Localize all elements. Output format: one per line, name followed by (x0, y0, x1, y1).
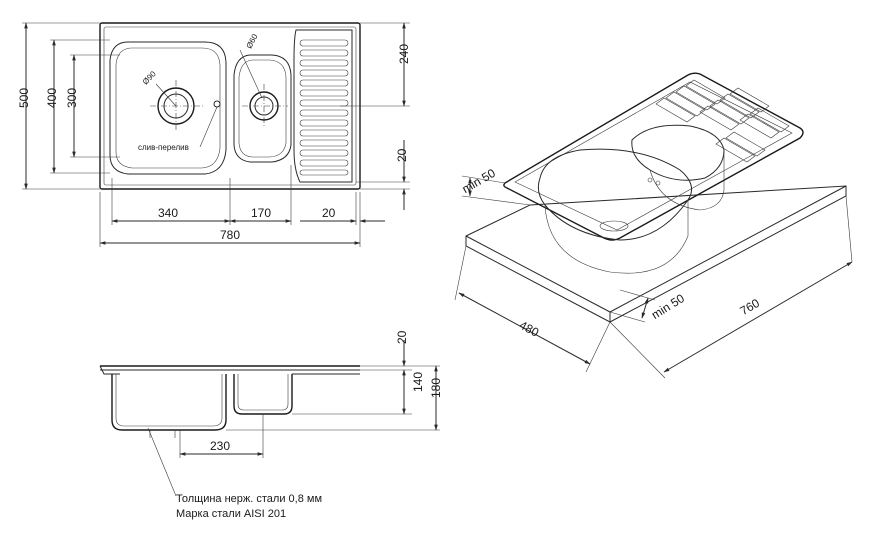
dim-20-right: 20 (395, 148, 409, 162)
dim-300: 300 (65, 88, 79, 108)
small-bowl (233, 54, 292, 163)
dim-780: 780 (220, 228, 240, 242)
section-dim-140: 140 (411, 372, 425, 392)
iso-min50-top: min 50 (460, 166, 498, 196)
section-dim-180: 180 (429, 378, 443, 398)
dim-340: 340 (158, 206, 178, 220)
iso-sink-rim (503, 72, 804, 241)
overflow-hole (213, 100, 221, 108)
section-dim-20: 20 (395, 330, 409, 344)
iso-dim-480: 480 (517, 318, 542, 340)
section-large-bowl (111, 374, 227, 431)
large-bowl (109, 41, 227, 175)
dim-400: 400 (45, 88, 59, 108)
iso-small-bowl (631, 124, 725, 181)
dim-240: 240 (397, 44, 411, 64)
iso-drainer-ribs (655, 79, 790, 163)
section-dim-230: 230 (210, 439, 230, 453)
note-steel-thickness: Толщина нерж. стали 0,8 мм (176, 493, 322, 505)
iso-min50-right: min 50 (649, 291, 687, 322)
drain-small-diameter: Ø60 (245, 32, 260, 50)
drain-large-diameter: Ø90 (141, 69, 158, 86)
dim-170: 170 (251, 206, 271, 220)
top-view: Ø90 Ø60 слив-перелив 340 170 20 780 500 … (17, 22, 411, 247)
dim-20-bottom: 20 (322, 206, 336, 220)
iso-view: min 50 min 50 480 760 (454, 72, 853, 379)
dim-500: 500 (17, 88, 31, 108)
section-view: 20 140 180 230 Толщина нерж. стали 0,8 м… (99, 330, 443, 520)
note-steel-grade: Марка стали AISI 201 (176, 508, 286, 520)
overflow-label: слив-перелив (138, 143, 189, 152)
countertop (465, 185, 847, 323)
iso-dim-760: 760 (738, 296, 763, 318)
drainer-ribs (299, 39, 349, 176)
iso-large-bowl (537, 148, 693, 241)
section-small-bowl (233, 374, 293, 415)
